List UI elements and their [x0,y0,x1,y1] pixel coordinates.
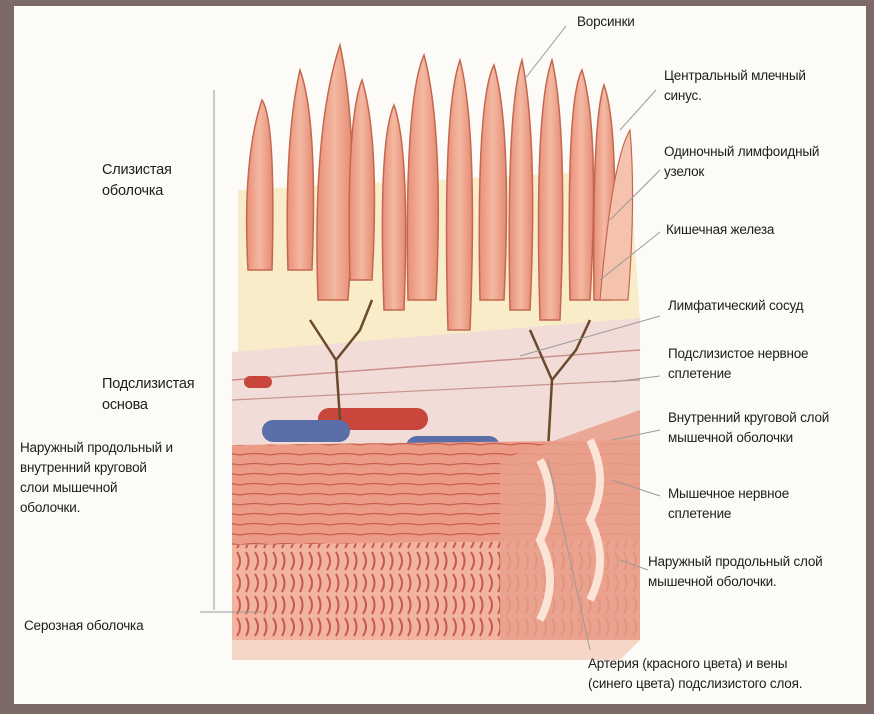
label-submucosal-plexus: Подслизистое нервное сплетение [668,344,808,384]
label-muscle-layers: Наружный продольный и внутренний кругово… [20,438,173,518]
label-villi: Ворсинки [577,12,635,32]
label-intestinal-gland: Кишечная железа [666,220,774,240]
label-muscular-plexus: Мышечное нервное сплетение [668,484,789,524]
label-artery-vein: Артерия (красного цвета) и вены (синего … [588,654,802,694]
label-mucosa: Слизистая оболочка [102,160,172,202]
serosa-layer [232,640,640,660]
label-lymphatic-vessel: Лимфатический сосуд [668,296,803,316]
label-serosa: Серозная оболочка [24,616,143,636]
vein-vessel [262,420,350,442]
label-outer-longitudinal-layer: Наружный продольный слой мышечной оболоч… [648,552,823,592]
label-submucosa: Подслизистая основа [102,374,194,416]
label-central-lacteal: Центральный млечный синус. [664,66,806,106]
label-solitary-lymph-node: Одиночный лимфоидный узелок [664,142,819,182]
label-inner-circular-layer: Внутренний круговой слой мышечной оболоч… [668,408,829,448]
